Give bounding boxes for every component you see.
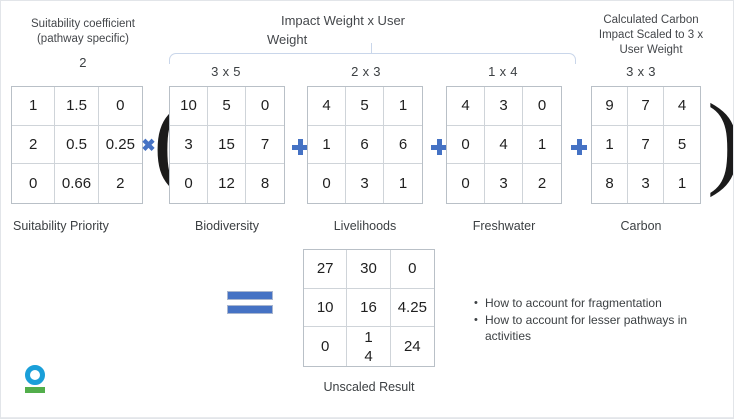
matrix-cell: 7 bbox=[246, 126, 284, 165]
matrix-cell: 4 bbox=[308, 87, 346, 126]
matrix-livelihoods: 4 5 1 1 6 6 0 3 1 bbox=[307, 86, 423, 204]
plus-operator-3 bbox=[571, 139, 587, 155]
calculated-carbon-caption-line1: Calculated Carbon bbox=[603, 14, 699, 26]
matrix-cell: 14 bbox=[347, 327, 391, 366]
suitability-coefficient-caption: Suitability coefficient (pathway specifi… bbox=[13, 17, 153, 47]
matrix-cell: 0 bbox=[447, 125, 485, 165]
matrix-carbon: 9 7 4 1 7 5 8 3 1 bbox=[591, 86, 701, 204]
matrix-cell: 0 bbox=[304, 327, 348, 366]
impact-weight-caption: Impact Weight x User Weight bbox=[253, 11, 433, 49]
matrix-cell: 3 bbox=[485, 164, 523, 203]
matrix-cell: 6 bbox=[346, 125, 384, 165]
matrix-cell: 3 bbox=[485, 87, 523, 126]
list-item: How to account for lesser pathways in ac… bbox=[474, 312, 715, 344]
matrix-cell: 1 bbox=[398, 175, 408, 193]
impact-weight-brace-tick bbox=[371, 43, 373, 54]
suitability-coefficient-value: 2 bbox=[79, 55, 87, 70]
matrix-cell: 0 bbox=[170, 164, 208, 203]
impact-weight-brace bbox=[169, 53, 576, 64]
matrix-cell: 24 bbox=[403, 338, 421, 356]
matrix-cell: 8 bbox=[260, 175, 270, 193]
matrix-cell: 5 bbox=[208, 87, 246, 126]
impact-weight-caption-line2: Weight bbox=[267, 32, 308, 47]
matrix-cell: 1 bbox=[12, 87, 56, 126]
suitability-coefficient-caption-line2: (pathway specific) bbox=[36, 33, 130, 45]
plus-operator-1 bbox=[292, 139, 308, 155]
matrix-cell: 2 bbox=[116, 175, 125, 193]
matrix-cell: 5 bbox=[664, 126, 700, 165]
matrix-cell: 30 bbox=[347, 250, 391, 289]
suitability-coefficient-caption-line1: Suitability coefficient bbox=[31, 18, 135, 30]
matrix-label-livelihoods: Livelihoods bbox=[333, 219, 397, 233]
dimension-label-carbon: 3 x 3 bbox=[626, 64, 656, 79]
matrix-cell: 16 bbox=[347, 288, 391, 328]
calculated-carbon-caption-line3: User Weight bbox=[619, 44, 683, 56]
logo-bar-icon bbox=[25, 387, 45, 393]
matrix-cell: 12 bbox=[208, 164, 246, 203]
notes-list: How to account for fragmentation How to … bbox=[471, 295, 715, 345]
matrix-cell: 4 bbox=[664, 87, 700, 126]
matrix-freshwater: 4 3 0 0 4 1 0 3 2 bbox=[446, 86, 562, 204]
matrix-label-suitability-priority: Suitability Priority bbox=[13, 219, 109, 233]
matrix-cell: 7 bbox=[628, 125, 664, 165]
matrix-cell: 0 bbox=[246, 87, 284, 126]
matrix-cell: 2 bbox=[12, 125, 56, 165]
matrix-cell: 27 bbox=[304, 250, 348, 289]
matrix-label-biodiversity: Biodiversity bbox=[195, 219, 259, 233]
matrix-label-carbon: Carbon bbox=[620, 219, 662, 233]
matrix-cell: 6 bbox=[384, 126, 422, 165]
matrix-cell-value-overflow: 14 bbox=[364, 328, 373, 365]
matrix-cell: 1 bbox=[384, 87, 422, 126]
dimension-label-freshwater: 1 x 4 bbox=[488, 64, 518, 79]
matrix-cell: 0 bbox=[523, 87, 561, 126]
list-item: How to account for fragmentation bbox=[474, 295, 715, 311]
matrix-cell: 0 bbox=[98, 87, 142, 126]
matrix-cell: 4 bbox=[447, 87, 485, 126]
equals-operator bbox=[227, 291, 273, 317]
matrix-cell: 8 bbox=[592, 164, 628, 203]
matrix-biodiversity: 10 5 0 3 15 7 0 12 8 bbox=[169, 86, 285, 204]
matrix-cell: 7 bbox=[628, 87, 664, 126]
matrix-cell: 5 bbox=[346, 87, 384, 126]
matrix-label-freshwater: Freshwater bbox=[472, 219, 536, 233]
close-paren: ) bbox=[707, 89, 733, 193]
calculated-carbon-caption: Calculated Carbon Impact Scaled to 3 x U… bbox=[581, 13, 721, 58]
matrix-cell: 1 bbox=[308, 125, 346, 165]
dimension-label-biodiversity: 3 x 5 bbox=[211, 64, 241, 79]
matrix-cell: 0.5 bbox=[55, 125, 99, 165]
matrix-cell: 4.25 bbox=[390, 289, 434, 328]
matrix-cell: 1 bbox=[677, 175, 687, 193]
matrix-cell: 1 bbox=[592, 125, 628, 165]
footer-divider bbox=[1, 417, 733, 418]
matrix-cell: 3 bbox=[628, 164, 664, 203]
matrix-suitability-priority: 1 1.5 0 2 0.5 0.25 0 0.66 2 bbox=[11, 86, 143, 204]
dimension-label-livelihoods: 2 x 3 bbox=[351, 64, 381, 79]
matrix-cell: 4 bbox=[485, 125, 523, 165]
matrix-cell: 2 bbox=[537, 175, 547, 193]
impact-weight-caption-line1: Impact Weight x User bbox=[280, 13, 406, 28]
matrix-cell: 3 bbox=[170, 125, 208, 165]
matrix-cell: 0 bbox=[390, 250, 434, 289]
matrix-cell: 9 bbox=[592, 87, 628, 126]
plus-operator-2 bbox=[431, 139, 447, 155]
calculated-carbon-caption-line2: Impact Scaled to 3 x bbox=[598, 29, 704, 41]
matrix-cell: 0.66 bbox=[55, 164, 99, 203]
matrix-cell: 0 bbox=[447, 164, 485, 203]
logo-ring-icon bbox=[25, 365, 45, 385]
matrix-cell: 1 bbox=[523, 126, 561, 165]
multiply-operator: ✖ bbox=[141, 136, 156, 155]
matrix-cell: 10 bbox=[304, 288, 348, 328]
matrix-cell: 3 bbox=[346, 164, 384, 203]
matrix-cell: 0.25 bbox=[98, 126, 142, 165]
matrix-cell: 10 bbox=[170, 87, 208, 126]
matrix-cell: 0 bbox=[308, 164, 346, 203]
matrix-unscaled-result: 27 30 0 10 16 4.25 0 14 24 bbox=[303, 249, 435, 367]
matrix-cell: 15 bbox=[208, 125, 246, 165]
matrix-cell: 0 bbox=[12, 164, 56, 203]
matrix-label-unscaled-result: Unscaled Result bbox=[323, 380, 415, 394]
brand-logo bbox=[23, 365, 53, 399]
matrix-cell: 1.5 bbox=[55, 87, 99, 126]
